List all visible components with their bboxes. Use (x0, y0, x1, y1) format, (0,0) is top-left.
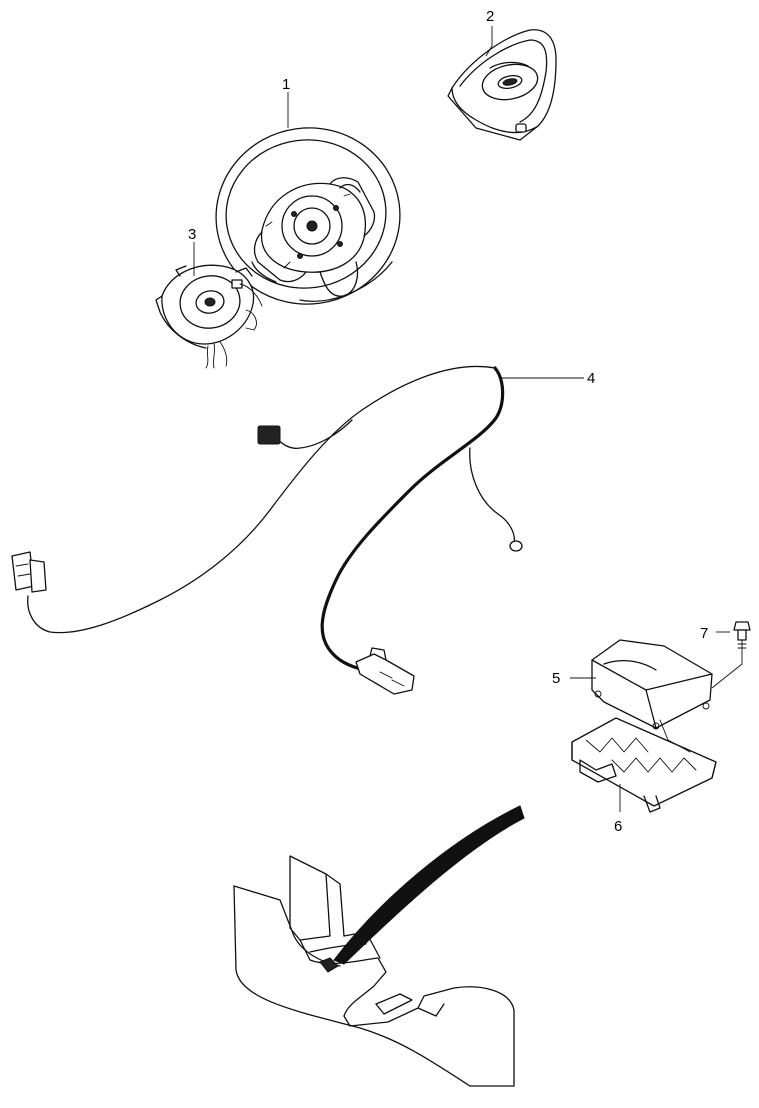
steering-wheel-part (215, 127, 401, 305)
callout-3-label: 3 (188, 226, 196, 243)
floor-tunnel-location-view (233, 805, 525, 1087)
mounting-bracket-part (571, 717, 717, 813)
clock-spring-part (155, 264, 263, 369)
callout-7-label: 7 (700, 625, 708, 642)
wiring-harness-part (11, 365, 523, 695)
callout-2-label: 2 (486, 8, 494, 25)
callout-4-label: 4 (587, 370, 595, 387)
callout-5-label: 5 (552, 670, 560, 687)
airbag-module-part (447, 29, 557, 141)
airbag-control-unit-part (591, 639, 713, 730)
callout-1-label: 1 (282, 76, 290, 93)
callout-leaders (193, 26, 730, 812)
callout-6-label: 6 (614, 818, 622, 835)
bolt-part (711, 621, 751, 689)
